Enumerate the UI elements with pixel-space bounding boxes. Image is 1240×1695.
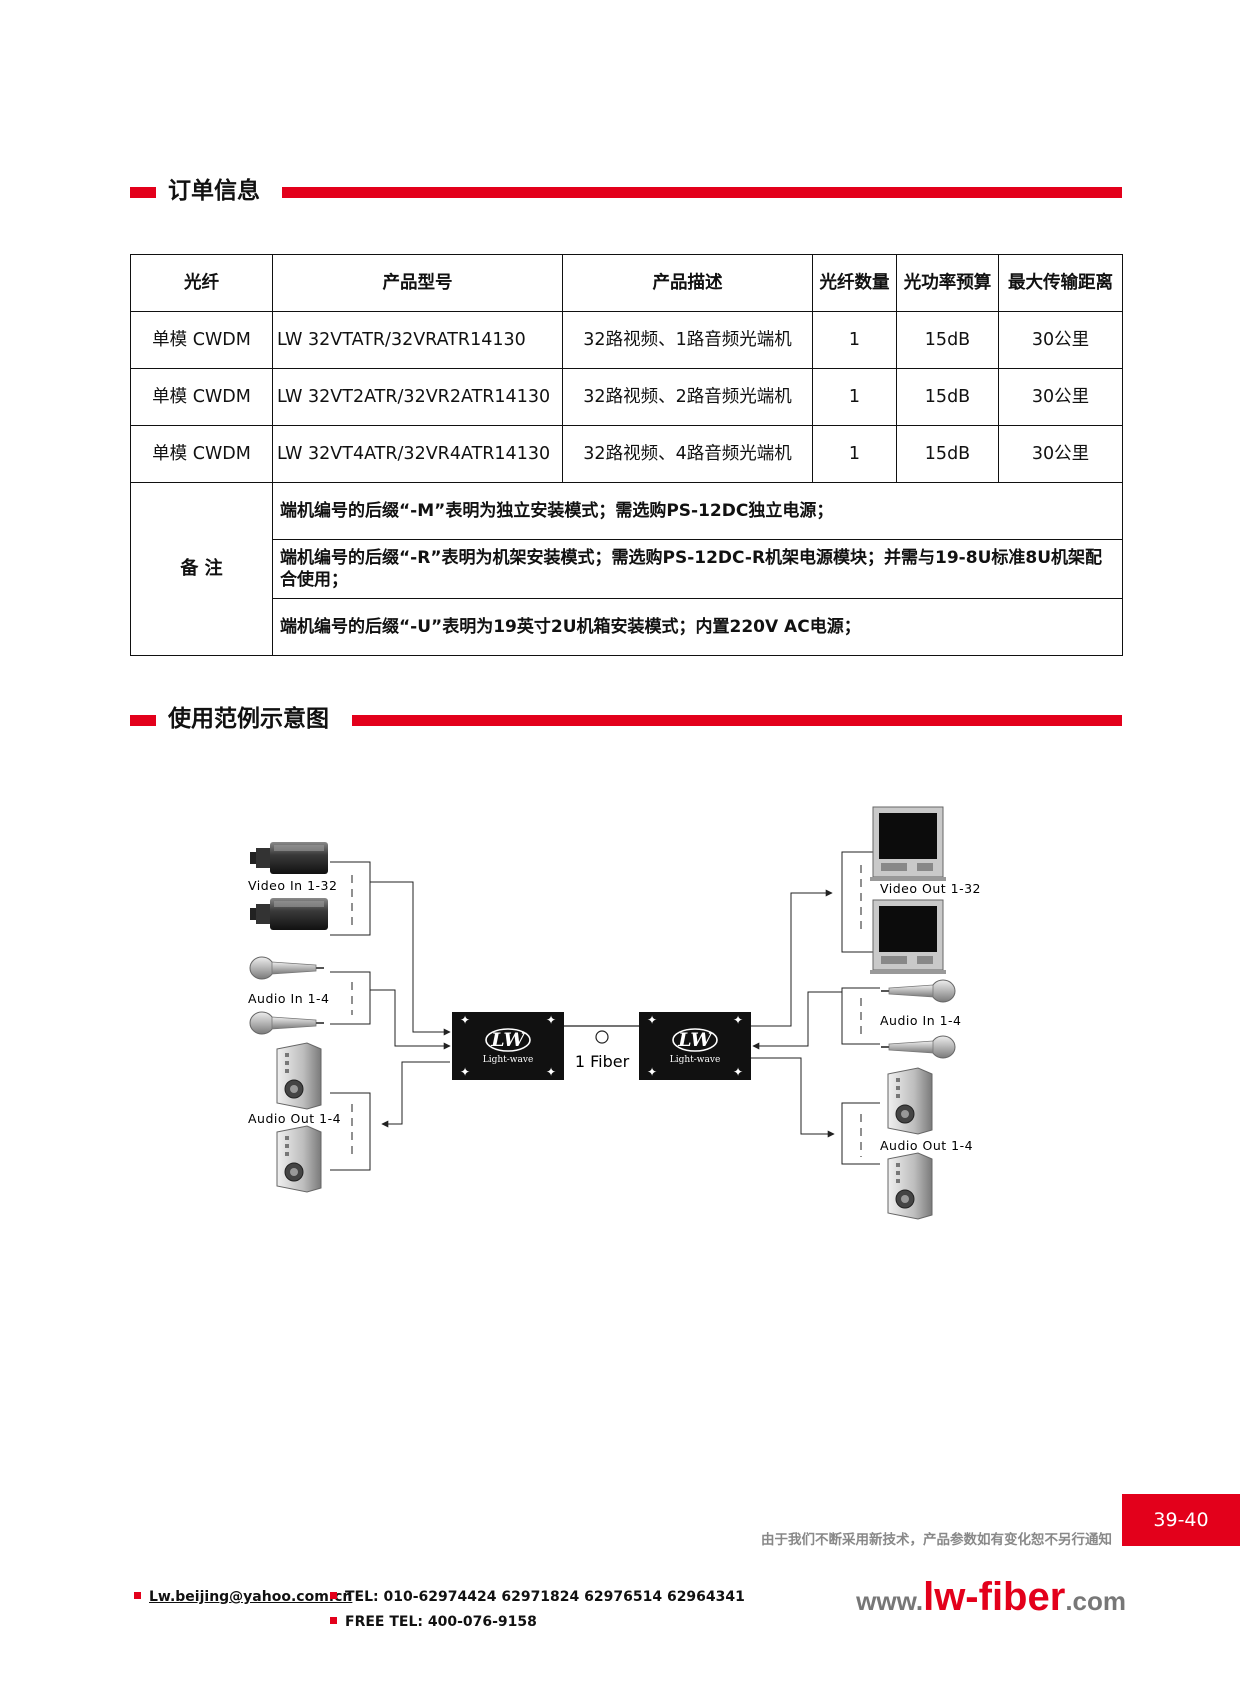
cell-model: LW 32VT2ATR/32VR2ATR14130 [272, 368, 563, 426]
label-audio-out-left: Audio Out 1-4 [248, 1111, 341, 1126]
cell-fiber-count: 1 [812, 311, 897, 369]
contact-free-tel: FREE TEL: 400-076-9158 [330, 1614, 537, 1630]
unit-brand-right: Light-wave [670, 1055, 721, 1065]
label-audio-in-right: Audio In 1-4 [880, 1013, 962, 1028]
section-title: 订单信息 [168, 178, 260, 204]
application-diagram: ✦ ✦ ✦ ✦ Video In 1-32 Audio In 1-4 Audio… [248, 806, 981, 1220]
speaker-icon [887, 1067, 933, 1135]
header-max-distance: 最大传输距离 [998, 254, 1123, 312]
web-prefix: www. [856, 1586, 924, 1616]
section-header-order: 订单信息 [130, 174, 1122, 208]
note-text: 端机编号的后缀“-U”表明为19英寸2U机箱安装模式；内置220V AC电源； [272, 598, 1123, 656]
cell-max-distance: 30公里 [998, 368, 1123, 426]
camera-icon [250, 898, 328, 930]
cell-power-budget: 15dB [896, 368, 999, 426]
monitor-icon [869, 899, 947, 975]
free-tel-text: FREE TEL: 400-076-9158 [345, 1614, 537, 1630]
notes-label: 备 注 [130, 482, 273, 656]
table-row: 单模 CWDM LW 32VT2ATR/32VR2ATR14130 32路视频、… [130, 368, 1123, 426]
bullet-square-icon [134, 1591, 141, 1599]
label-video-out: Video Out 1-32 [880, 881, 981, 896]
section-marker [130, 715, 156, 726]
cell-fiber: 单模 CWDM [130, 311, 273, 369]
contact-tel: TEL: 010-62974424 62971824 62976514 6296… [330, 1589, 745, 1605]
microphone-icon [880, 979, 956, 1003]
website-url[interactable]: www.lw-fiber.com [856, 1575, 1126, 1620]
cell-description: 32路视频、2路音频光端机 [562, 368, 813, 426]
notes-row: 端机编号的后缀“-U”表明为19英寸2U机箱安装模式；内置220V AC电源； [131, 598, 1123, 656]
email-link[interactable]: Lw.beijing@yahoo.com.cn [149, 1589, 353, 1605]
section-marker [130, 187, 156, 198]
tel-text: TEL: 010-62974424 62971824 62976514 6296… [345, 1589, 745, 1605]
cell-fiber-count: 1 [812, 425, 897, 483]
cell-description: 32路视频、4路音频光端机 [562, 425, 813, 483]
notes-row: 端机编号的后缀“-R”表明为机架安装模式；需选购PS-12DC-R机架电源模块；… [131, 539, 1123, 599]
microphone-icon [249, 956, 325, 980]
table-row: 单模 CWDM LW 32VTATR/32VRATR14130 32路视频、1路… [130, 311, 1123, 369]
note-text: 端机编号的后缀“-R”表明为机架安装模式；需选购PS-12DC-R机架电源模块；… [272, 539, 1123, 599]
order-table: 光纤 产品型号 产品描述 光纤数量 光功率预算 最大传输距离 单模 CWDM L… [130, 254, 1123, 656]
unit-brand-left: Light-wave [483, 1055, 534, 1065]
microphone-icon [880, 1035, 956, 1059]
label-video-in: Video In 1-32 [248, 878, 337, 893]
unit-logo-left: LW [490, 1029, 526, 1051]
cell-fiber: 单模 CWDM [130, 368, 273, 426]
web-suffix: .com [1065, 1586, 1126, 1616]
header-description: 产品描述 [562, 254, 813, 312]
header-model: 产品型号 [272, 254, 563, 312]
bullet-square-icon [330, 1616, 337, 1624]
cell-power-budget: 15dB [896, 311, 999, 369]
header-power-budget: 光功率预算 [896, 254, 999, 312]
section-header-usage: 使用范例示意图 [130, 702, 1122, 736]
microphone-icon [249, 1011, 325, 1035]
fiber-label: 1 Fiber [575, 1052, 630, 1071]
left-connectors [330, 861, 451, 1171]
camera-icon [250, 842, 328, 874]
section-rule [352, 715, 1122, 726]
label-audio-in-left: Audio In 1-4 [248, 991, 330, 1006]
disclaimer: 由于我们不断采用新技术，产品参数如有变化恕不另行通知 [761, 1532, 1112, 1548]
cell-fiber-count: 1 [812, 368, 897, 426]
contact-email: Lw.beijing@yahoo.com.cn [134, 1589, 352, 1605]
unit-logo-right: LW [677, 1029, 713, 1051]
fiber-connector-icon [595, 1030, 609, 1044]
cell-description: 32路视频、1路音频光端机 [562, 311, 813, 369]
note-text: 端机编号的后缀“-M”表明为独立安装模式；需选购PS-12DC独立电源； [272, 482, 1123, 540]
cell-max-distance: 30公里 [998, 311, 1123, 369]
section-title: 使用范例示意图 [168, 706, 329, 732]
speaker-icon [276, 1125, 322, 1193]
cell-model: LW 32VT4ATR/32VR4ATR14130 [272, 425, 563, 483]
section-rule [282, 187, 1122, 198]
cell-max-distance: 30公里 [998, 425, 1123, 483]
page-number: 39-40 [1122, 1494, 1240, 1546]
right-connectors [751, 851, 880, 1165]
table-row: 单模 CWDM LW 32VT4ATR/32VR4ATR14130 32路视频、… [130, 425, 1123, 483]
cell-power-budget: 15dB [896, 425, 999, 483]
speaker-icon [276, 1042, 322, 1110]
notes-row: 备 注 端机编号的后缀“-M”表明为独立安装模式；需选购PS-12DC独立电源； [130, 482, 1123, 656]
monitor-icon [869, 806, 947, 882]
speaker-icon [887, 1152, 933, 1220]
bullet-square-icon [330, 1591, 337, 1599]
cell-model: LW 32VTATR/32VRATR14130 [272, 311, 563, 369]
web-brand: lw-fiber [923, 1575, 1066, 1619]
label-audio-out-right: Audio Out 1-4 [880, 1138, 973, 1153]
header-fiber: 光纤 [130, 254, 273, 312]
table-header-row: 光纤 产品型号 产品描述 光纤数量 光功率预算 最大传输距离 [130, 254, 1123, 312]
cell-fiber: 单模 CWDM [130, 425, 273, 483]
header-fiber-count: 光纤数量 [812, 254, 897, 312]
